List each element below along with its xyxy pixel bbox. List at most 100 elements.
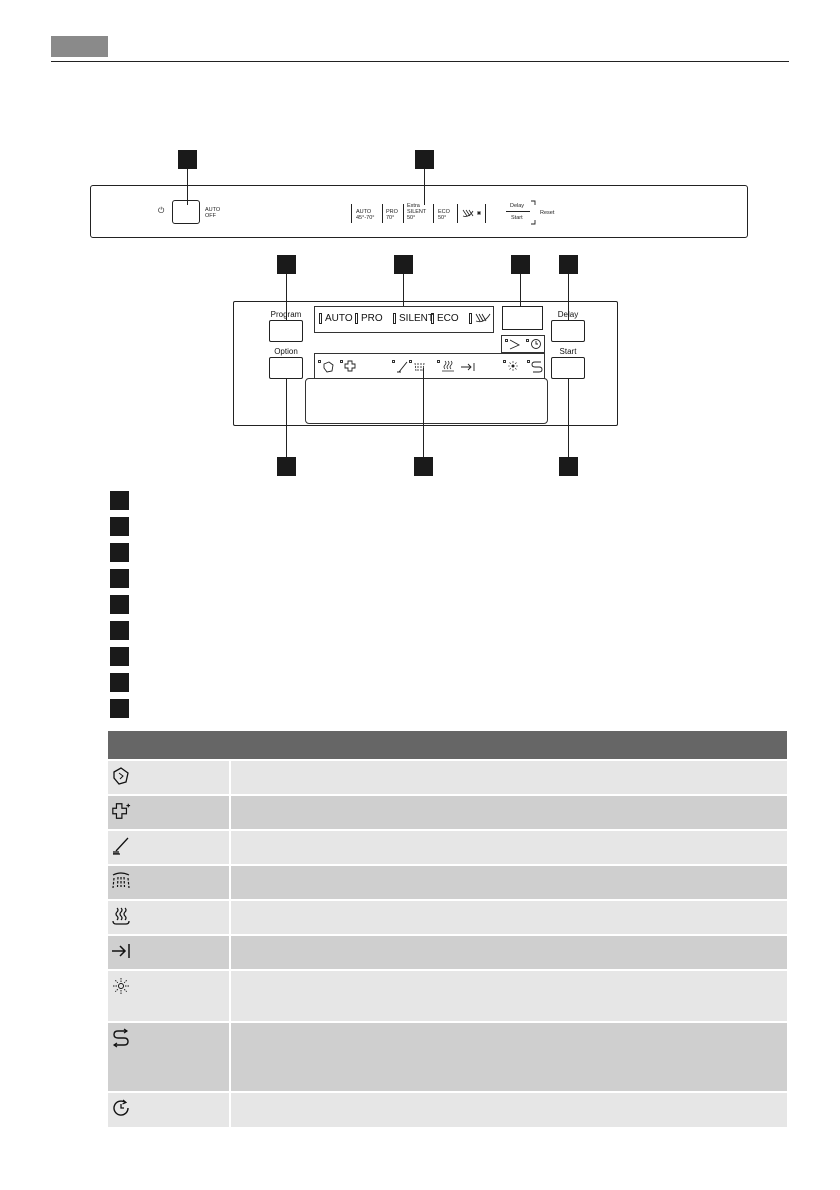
indicator-light: [409, 360, 412, 363]
multitab-indicator-icon: [531, 361, 543, 373]
program-indicator: SILENT: [399, 313, 435, 324]
divider: [506, 211, 530, 212]
multitab-icon: [112, 1028, 129, 1048]
drying-phase-icon: [112, 907, 130, 925]
indicator-light: [318, 360, 321, 363]
table-header-row: [108, 731, 787, 760]
indicator-table: [108, 731, 787, 1127]
program-light: [431, 313, 434, 324]
table-header-cell: [230, 731, 787, 760]
washing-phase-icon: [113, 837, 129, 855]
table-icon-cell: [108, 759, 232, 795]
table-text-cell: [230, 1091, 787, 1127]
delay-start-indicator-icon: [531, 339, 541, 349]
rinse-hold-icon: [475, 313, 491, 323]
power-icon: ⏻: [158, 206, 165, 215]
table-row: [108, 829, 787, 865]
indicator-light: [437, 360, 440, 363]
time-manager-indicator-icon: [508, 361, 518, 371]
table-row: [108, 899, 787, 935]
legend-marker: [110, 699, 129, 718]
program-name: Extra SILENT: [407, 203, 427, 215]
table-icon-cell: [108, 899, 232, 935]
program-name: ECO: [438, 209, 450, 215]
callout-marker: [394, 255, 413, 274]
header-rule: [51, 61, 789, 62]
divider: [433, 204, 434, 223]
leader-line: [424, 169, 425, 205]
indicator-sub-box: [501, 335, 545, 353]
program-indicator: AUTO: [325, 313, 353, 324]
table-row: [108, 1091, 787, 1127]
divider: [403, 204, 404, 223]
program-temp: 50°: [407, 215, 416, 221]
start-button[interactable]: [551, 357, 585, 379]
callout-marker: [414, 457, 433, 476]
washing-phase-indicator-icon: [397, 361, 408, 373]
reset-bracket-icon: [531, 200, 536, 225]
legend-marker: [110, 595, 129, 614]
rinse-hold-icon: [462, 209, 481, 217]
delay-label: Delay: [510, 203, 525, 209]
digital-display: [502, 306, 543, 330]
program-light: [319, 313, 322, 324]
program-temp: 45°-70°: [356, 215, 375, 221]
callout-marker: [415, 150, 434, 169]
indicator-light: [392, 360, 395, 363]
divider: [457, 204, 458, 223]
table-row: [108, 934, 787, 970]
program-button-label: Program: [270, 310, 302, 319]
program-indicator: ECO: [437, 313, 459, 324]
table-icon-cell: [108, 1091, 232, 1127]
delay-button[interactable]: [551, 320, 585, 342]
program-light: [469, 313, 472, 324]
table-row: [108, 969, 787, 1022]
rinse-aid-indicator-icon: [112, 803, 131, 819]
delay-button-label: Delay: [557, 310, 579, 319]
table-row: [108, 864, 787, 900]
table-row: [108, 759, 787, 795]
delay-start-icon: [113, 1099, 129, 1116]
leader-line: [187, 169, 188, 205]
legend-marker: [110, 621, 129, 640]
program-button[interactable]: [269, 320, 303, 342]
control-panel: [90, 185, 748, 238]
program-name: AUTO: [356, 209, 372, 215]
leader-line: [568, 379, 569, 457]
indicator-light: [526, 339, 529, 342]
table-icon-cell: [108, 969, 232, 1022]
divider: [382, 204, 383, 223]
reset-label: Reset: [540, 210, 555, 216]
display-panel: [233, 301, 618, 426]
option-button[interactable]: [269, 357, 303, 379]
table-text-cell: [230, 934, 787, 970]
indicator-light: [505, 339, 508, 342]
legend-marker: [110, 647, 129, 666]
program-light: [355, 313, 358, 324]
divider: [485, 204, 486, 223]
table-text-cell: [230, 794, 787, 830]
leader-line: [568, 274, 569, 321]
table-text-cell: [230, 899, 787, 935]
leader-line: [286, 379, 287, 457]
callout-marker: [277, 457, 296, 476]
table-text-cell: [230, 829, 787, 865]
table-icon-cell: [108, 829, 232, 865]
multitab-indicator-icon: [509, 339, 521, 350]
rinse-aid-indicator-icon: [344, 360, 356, 372]
program-indicator-box: [314, 306, 494, 333]
table-text-cell: [230, 759, 787, 795]
start-button-label: Start: [559, 347, 577, 356]
table-icon-cell: [108, 1021, 232, 1092]
legend-marker: [110, 543, 129, 562]
end-indicator-icon: [461, 363, 475, 371]
time-manager-icon: [113, 978, 129, 994]
start-label: Start: [511, 215, 523, 221]
leader-line: [403, 274, 404, 307]
legend-marker: [110, 517, 129, 536]
on-off-button[interactable]: [172, 200, 200, 224]
table-text-cell: [230, 969, 787, 1022]
leader-line: [423, 368, 424, 457]
program-indicator: PRO: [361, 313, 383, 324]
end-indicator-icon: [112, 944, 130, 958]
